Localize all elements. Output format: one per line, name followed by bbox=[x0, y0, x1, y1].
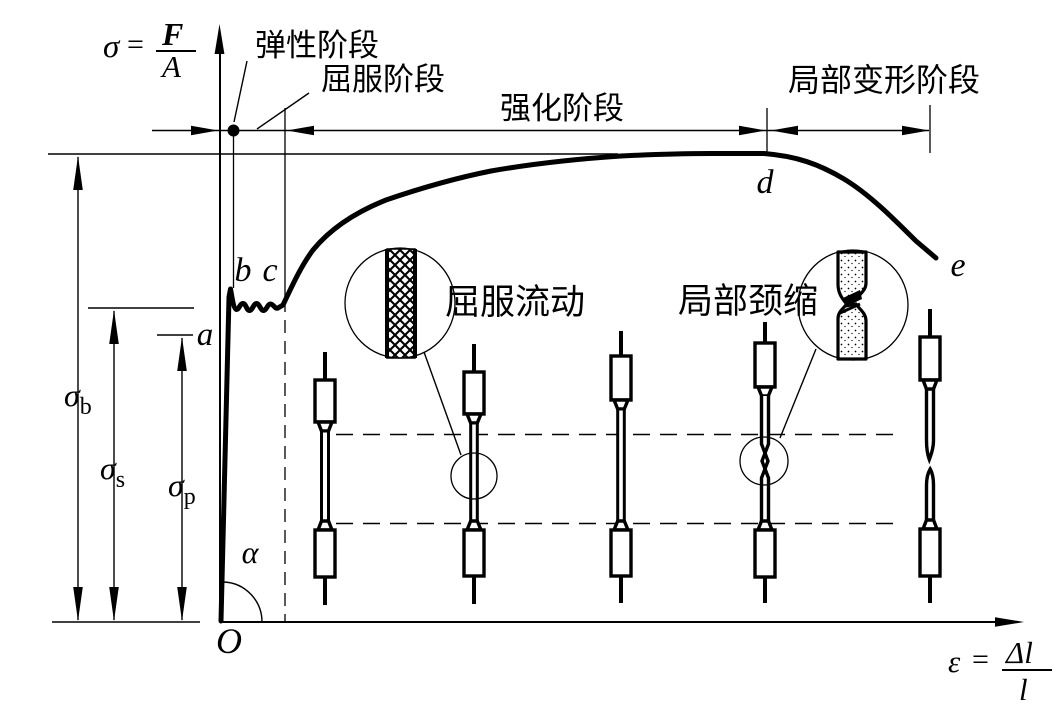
force-symbol: F bbox=[161, 16, 183, 52]
shoulder-taper bbox=[920, 378, 940, 391]
length-symbol: l bbox=[1019, 672, 1028, 707]
alpha-label: α bbox=[242, 534, 260, 570]
sigma-b-dimension: σb bbox=[64, 156, 92, 621]
point-b-label: b bbox=[235, 252, 252, 289]
stress-dimensions: σb σs σp bbox=[64, 156, 196, 621]
fractured-lower-piece bbox=[924, 465, 936, 520]
point-e-label: e bbox=[950, 247, 965, 284]
sheared-specimen-crosshatch bbox=[386, 248, 416, 359]
dimension-arrowhead bbox=[287, 125, 314, 136]
curve-path bbox=[218, 151, 939, 624]
stage-labels: 弹性阶段 屈服阶段 强化阶段 局部变形阶段 bbox=[233, 28, 980, 130]
gauge-section bbox=[469, 421, 479, 523]
yield-flow-inset: 屈服流动 bbox=[344, 247, 585, 500]
yield-flow-label: 屈服流动 bbox=[445, 283, 585, 322]
grip-head bbox=[918, 527, 942, 578]
curve-point-labels: a b c d e O α bbox=[197, 164, 966, 661]
yield-stage-label: 屈服阶段 bbox=[321, 62, 445, 97]
elastic-leader-line bbox=[233, 60, 248, 123]
gauge-section bbox=[616, 407, 626, 523]
gauge-neck-right bbox=[760, 396, 771, 521]
specimens bbox=[313, 309, 942, 605]
gauge-neck-left bbox=[759, 396, 770, 521]
stress-axis-formula: σ = F A bbox=[103, 16, 196, 84]
sigma-s-dimension: σs bbox=[100, 310, 125, 621]
arrow-up-icon bbox=[109, 310, 119, 344]
local-necking-label: 局部颈缩 bbox=[678, 282, 818, 321]
dimension-arrowhead bbox=[191, 125, 218, 136]
specimen-5-fractured bbox=[918, 309, 942, 603]
highlight-circle bbox=[739, 436, 789, 486]
grip-head bbox=[753, 528, 777, 579]
grip-head bbox=[609, 354, 633, 402]
necked-specimen-lower bbox=[836, 302, 868, 361]
fractured-upper-piece bbox=[924, 389, 936, 465]
dimension-arrowhead bbox=[902, 125, 929, 136]
magnifier-leader-line bbox=[779, 348, 817, 439]
strain-axis-formula: ε = Δl l bbox=[948, 635, 1052, 707]
angle-arc bbox=[223, 581, 263, 623]
fracture-band bbox=[843, 290, 862, 307]
local-deformation-stage-label: 局部变形阶段 bbox=[788, 62, 980, 98]
local-necking-inset: 局部颈缩 bbox=[678, 249, 909, 486]
elastic-boundary-dot bbox=[227, 124, 240, 137]
sigma-s-label: σs bbox=[100, 450, 125, 493]
epsilon-symbol: ε bbox=[948, 644, 961, 679]
specimen-2 bbox=[462, 344, 486, 604]
point-a-label: a bbox=[197, 317, 214, 353]
sigma-p-dimension: σp bbox=[168, 337, 196, 621]
hardening-stage-label: 强化阶段 bbox=[500, 91, 624, 126]
grip-head bbox=[313, 528, 337, 579]
area-symbol: A bbox=[160, 49, 182, 84]
grip-head bbox=[313, 378, 337, 424]
shoulder-taper bbox=[755, 385, 775, 398]
sigma-p-label: σp bbox=[168, 467, 196, 510]
sigma-symbol: σ bbox=[103, 29, 121, 65]
point-c-label: c bbox=[262, 252, 277, 289]
elastic-stage-label: 弹性阶段 bbox=[255, 28, 379, 63]
stress-level-lines bbox=[48, 153, 618, 336]
grip-head bbox=[462, 370, 486, 416]
grip-head bbox=[753, 341, 777, 389]
specimen-1 bbox=[313, 352, 337, 605]
gauge-backing bbox=[761, 396, 769, 521]
grip-head bbox=[609, 528, 633, 578]
arrow-up-icon bbox=[177, 337, 187, 371]
specimen-3 bbox=[609, 331, 633, 603]
stage-dimension-line bbox=[152, 105, 931, 621]
arrow-down-icon bbox=[109, 587, 119, 621]
sigma-b-label: σb bbox=[64, 377, 92, 420]
arrow-up-icon bbox=[73, 156, 83, 190]
x-axis-arrow-icon bbox=[995, 617, 1024, 627]
specimen-4-necking bbox=[753, 322, 777, 603]
axes bbox=[52, 24, 1024, 627]
fracture-band bbox=[839, 302, 861, 315]
delta-l-symbol: Δl bbox=[1004, 635, 1033, 670]
dimension-arrowhead bbox=[739, 125, 766, 136]
origin-label: O bbox=[216, 621, 242, 661]
gauge-section bbox=[320, 429, 330, 523]
yield-leader-line bbox=[256, 92, 310, 130]
y-axis-arrow-icon bbox=[214, 24, 225, 54]
equals-sign: = bbox=[127, 28, 144, 61]
dimension-arrowhead bbox=[771, 125, 798, 136]
point-d-label: d bbox=[757, 164, 775, 201]
grip-head bbox=[918, 335, 942, 382]
grip-head bbox=[462, 528, 486, 578]
magnifier-leader-line bbox=[423, 351, 462, 456]
arrow-down-icon bbox=[73, 587, 83, 621]
equals-sign: = bbox=[972, 643, 989, 676]
highlight-circle bbox=[450, 452, 498, 500]
arrow-down-icon bbox=[177, 587, 187, 621]
stress-strain-curve bbox=[218, 151, 939, 624]
